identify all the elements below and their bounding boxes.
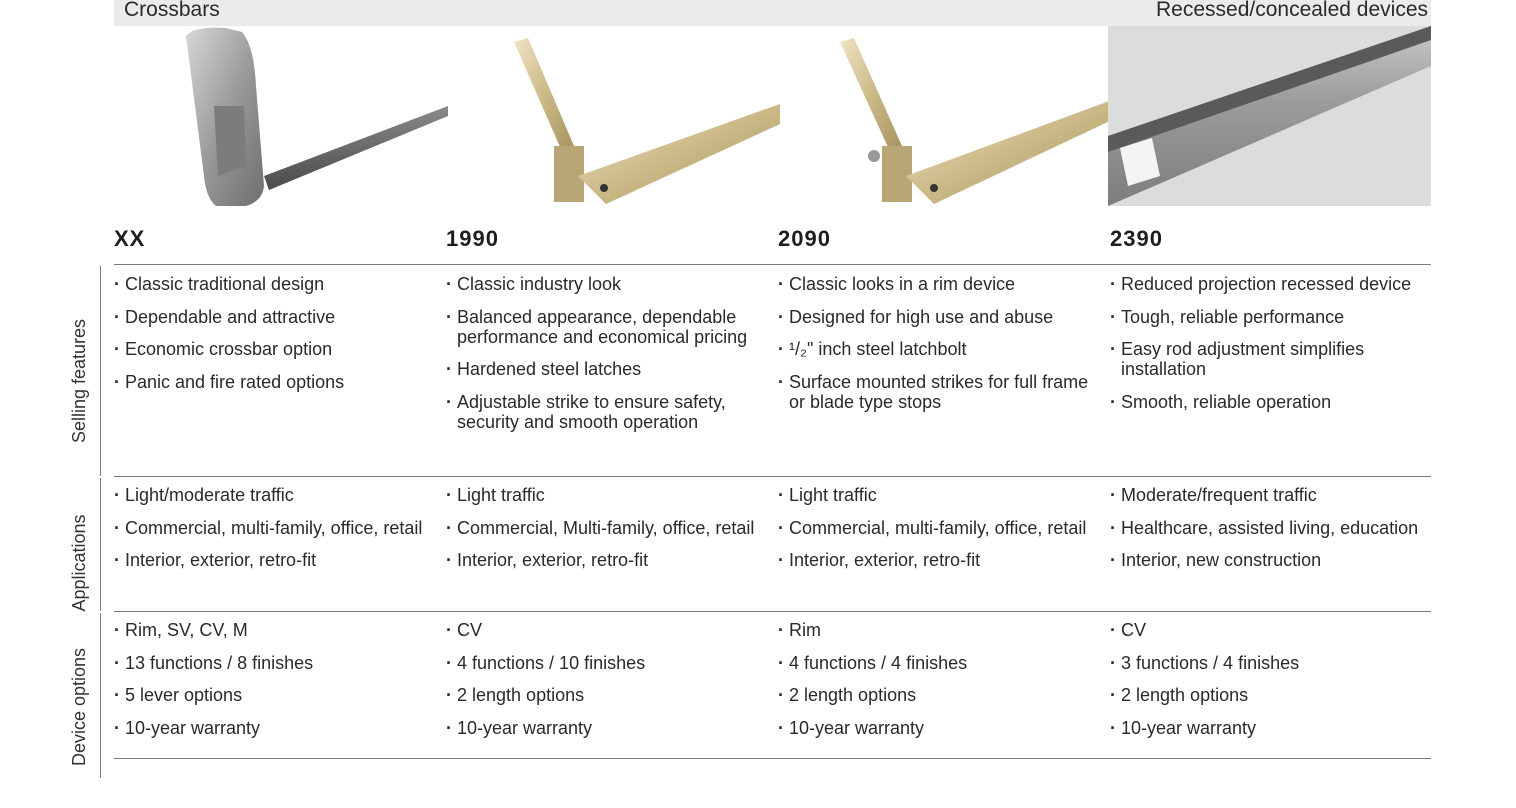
options-list-1990: CV 4 functions / 10 finishes 2 length op… xyxy=(446,620,771,750)
list-item: Interior, exterior, retro-fit xyxy=(778,550,1103,570)
list-item: Rim, SV, CV, M xyxy=(114,620,439,640)
model-1990: 1990 xyxy=(446,226,499,251)
list-item: Light traffic xyxy=(778,485,1103,505)
product-image-2090 xyxy=(778,26,1112,206)
list-item: Classic looks in a rim device xyxy=(778,274,1103,294)
selling-list-2390: Reduced projection recessed device Tough… xyxy=(1110,274,1425,424)
list-item: Interior, exterior, retro-fit xyxy=(114,550,439,570)
list-item: 2 length options xyxy=(778,685,1103,705)
list-item: Classic traditional design xyxy=(114,274,439,294)
divider-top xyxy=(114,264,1431,265)
list-item: ¹/₂" inch steel latchbolt xyxy=(778,339,1103,359)
product-image-2390 xyxy=(1108,26,1431,206)
vrule-selling xyxy=(100,266,101,476)
list-item: Designed for high use and abuse xyxy=(778,307,1103,327)
list-item: Commercial, multi-family, office, retail xyxy=(114,518,439,538)
list-item: Moderate/frequent traffic xyxy=(1110,485,1425,505)
list-item: Adjustable strike to ensure safety, secu… xyxy=(446,392,771,432)
list-item: Healthcare, assisted living, education xyxy=(1110,518,1425,538)
list-item: 5 lever options xyxy=(114,685,439,705)
list-item: Classic industry look xyxy=(446,274,771,294)
list-item: Interior, exterior, retro-fit xyxy=(446,550,771,570)
list-item: 13 functions / 8 finishes xyxy=(114,653,439,673)
list-item: 4 functions / 4 finishes xyxy=(778,653,1103,673)
list-item: Panic and fire rated options xyxy=(114,372,439,392)
list-item: 4 functions / 10 finishes xyxy=(446,653,771,673)
list-item: Commercial, Multi-family, office, retail xyxy=(446,518,771,538)
list-item: Rim xyxy=(778,620,1103,640)
model-2090: 2090 xyxy=(778,226,831,251)
list-item: Hardened steel latches xyxy=(446,359,771,379)
applications-list-2090: Light traffic Commercial, multi-family, … xyxy=(778,485,1103,583)
model-xx: XX xyxy=(114,226,146,251)
header-band xyxy=(114,0,1431,26)
options-list-2390: CV 3 functions / 4 finishes 2 length opt… xyxy=(1110,620,1425,750)
divider-selling xyxy=(114,476,1431,477)
list-item: 10-year warranty xyxy=(778,718,1103,738)
list-item: Light/moderate traffic xyxy=(114,485,439,505)
applications-list-2390: Moderate/frequent traffic Healthcare, as… xyxy=(1110,485,1425,583)
list-item: Dependable and attractive xyxy=(114,307,439,327)
applications-list-xx: Light/moderate traffic Commercial, multi… xyxy=(114,485,439,583)
options-list-2090: Rim 4 functions / 4 finishes 2 length op… xyxy=(778,620,1103,750)
product-image-xx xyxy=(114,26,448,206)
list-item: Balanced appearance, dependable performa… xyxy=(446,307,771,347)
selling-list-2090: Classic looks in a rim device Designed f… xyxy=(778,274,1103,424)
model-2390: 2390 xyxy=(1110,226,1163,251)
list-item: Easy rod adjustment simplifies installat… xyxy=(1110,339,1425,379)
list-item: 10-year warranty xyxy=(114,718,439,738)
category-crossbars: Crossbars xyxy=(124,0,220,21)
list-item: CV xyxy=(1110,620,1425,640)
list-item: Light traffic xyxy=(446,485,771,505)
list-item: Smooth, reliable operation xyxy=(1110,392,1425,412)
divider-bottom xyxy=(114,758,1431,759)
row-label-selling: Selling features xyxy=(69,318,89,444)
category-recessed: Recessed/concealed devices xyxy=(1156,0,1428,21)
list-item: Tough, reliable performance xyxy=(1110,307,1425,327)
selling-list-xx: Classic traditional design Dependable an… xyxy=(114,274,439,404)
options-list-xx: Rim, SV, CV, M 13 functions / 8 finishes… xyxy=(114,620,439,750)
applications-list-1990: Light traffic Commercial, Multi-family, … xyxy=(446,485,771,583)
list-item: 2 length options xyxy=(1110,685,1425,705)
list-item: Interior, new construction xyxy=(1110,550,1425,570)
list-item: 3 functions / 4 finishes xyxy=(1110,653,1425,673)
vrule-applications xyxy=(100,478,101,611)
list-item: 10-year warranty xyxy=(1110,718,1425,738)
row-label-options: Device options xyxy=(69,647,89,767)
product-image-1990 xyxy=(446,26,780,206)
vrule-options xyxy=(100,613,101,778)
divider-applications xyxy=(114,611,1431,612)
list-item: 2 length options xyxy=(446,685,771,705)
list-item: Reduced projection recessed device xyxy=(1110,274,1425,294)
list-item: Surface mounted strikes for full frame o… xyxy=(778,372,1103,412)
list-item: 10-year warranty xyxy=(446,718,771,738)
selling-list-1990: Classic industry look Balanced appearanc… xyxy=(446,274,771,444)
list-item: Commercial, multi-family, office, retail xyxy=(778,518,1103,538)
list-item: Economic crossbar option xyxy=(114,339,439,359)
list-item: CV xyxy=(446,620,771,640)
